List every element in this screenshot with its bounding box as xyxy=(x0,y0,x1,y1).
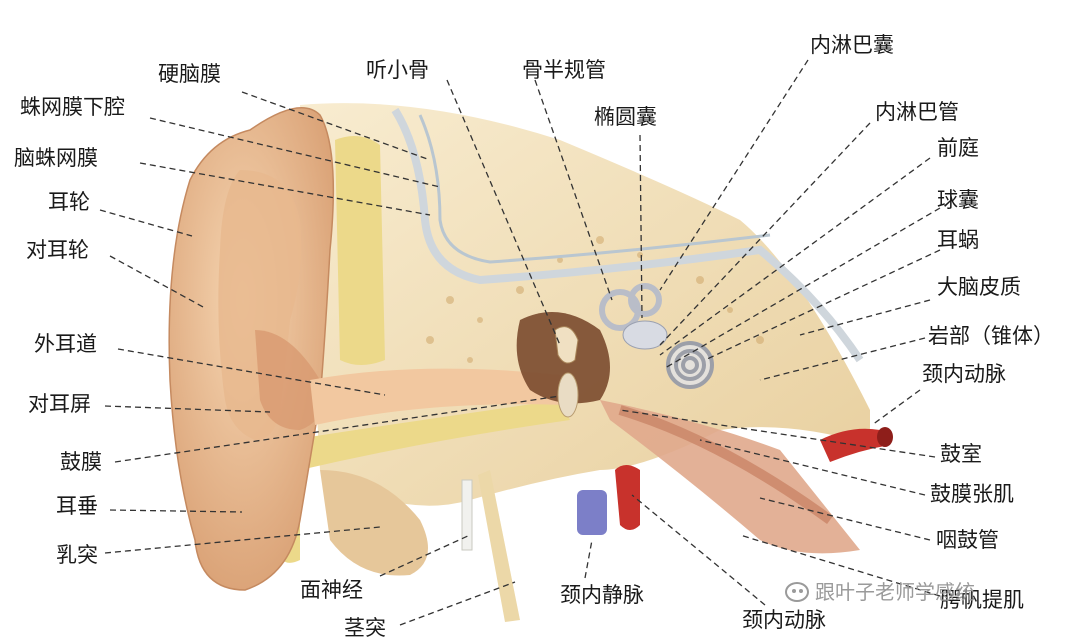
label-subarachnoid: 蛛网膜下腔 xyxy=(20,95,125,119)
label-styloid: 茎突 xyxy=(344,616,386,640)
leader-lines xyxy=(99,59,941,626)
label-levator: 腭帆提肌 xyxy=(940,588,1024,612)
eustachian-tube xyxy=(618,405,833,525)
label-tensor-tympani: 鼓膜张肌 xyxy=(930,482,1014,506)
label-endolymph-duct: 内淋巴管 xyxy=(875,100,959,124)
ijv-vessel xyxy=(577,490,607,535)
arachnoid-layer xyxy=(418,114,771,264)
concha xyxy=(255,330,323,430)
eardrum xyxy=(557,372,579,418)
fat-strip xyxy=(335,136,385,365)
label-ext-canal: 外耳道 xyxy=(34,332,97,356)
ext-canal xyxy=(310,368,565,425)
label-ica-right: 颈内动脉 xyxy=(922,362,1006,386)
label-vestibule: 前庭 xyxy=(937,136,979,160)
label-ijv: 颈内静脉 xyxy=(560,583,644,607)
vestibule-body xyxy=(622,320,668,350)
label-ossicles: 听小骨 xyxy=(366,58,429,82)
label-semicircular: 骨半规管 xyxy=(522,58,606,82)
facial-nerve xyxy=(461,479,473,551)
label-arachnoid: 脑蛛网膜 xyxy=(14,146,98,170)
label-eustachian: 咽鼓管 xyxy=(936,528,999,552)
label-antihelix: 对耳轮 xyxy=(26,238,89,262)
label-lobule: 耳垂 xyxy=(56,494,98,518)
dura-layer xyxy=(391,107,864,363)
label-facial-nerve: 面神经 xyxy=(300,578,363,602)
fat-strip-lower xyxy=(275,400,570,563)
watermark: 跟叶子老师学感统 xyxy=(785,582,975,602)
mastoid-process xyxy=(320,470,428,576)
cochlea-spiral xyxy=(666,341,714,389)
styloid xyxy=(478,470,520,622)
ossicles xyxy=(554,326,579,364)
label-ica-bottom: 颈内动脉 xyxy=(742,608,826,632)
label-cortex: 大脑皮质 xyxy=(937,275,1021,299)
label-cochlea: 耳蜗 xyxy=(937,228,979,252)
ica-bottom-vessel xyxy=(615,465,640,530)
label-petrous: 岩部（锥体） xyxy=(928,324,1054,348)
wechat-icon xyxy=(785,582,809,602)
label-utricle: 椭圆囊 xyxy=(594,105,657,129)
watermark-text: 跟叶子老师学感统 xyxy=(815,580,975,604)
label-tympanic-cavity: 鼓室 xyxy=(940,442,982,466)
label-saccule: 球囊 xyxy=(937,188,979,212)
label-endolymph-sac: 内淋巴囊 xyxy=(810,33,894,57)
label-mastoid: 乳突 xyxy=(56,543,98,567)
muscle-bundle xyxy=(600,400,860,554)
label-antitragus: 对耳屏 xyxy=(28,392,91,416)
label-helix: 耳轮 xyxy=(48,190,90,214)
semicircular-canals xyxy=(599,283,662,331)
label-eardrum: 鼓膜 xyxy=(60,450,102,474)
label-dura: 硬脑膜 xyxy=(158,62,221,86)
